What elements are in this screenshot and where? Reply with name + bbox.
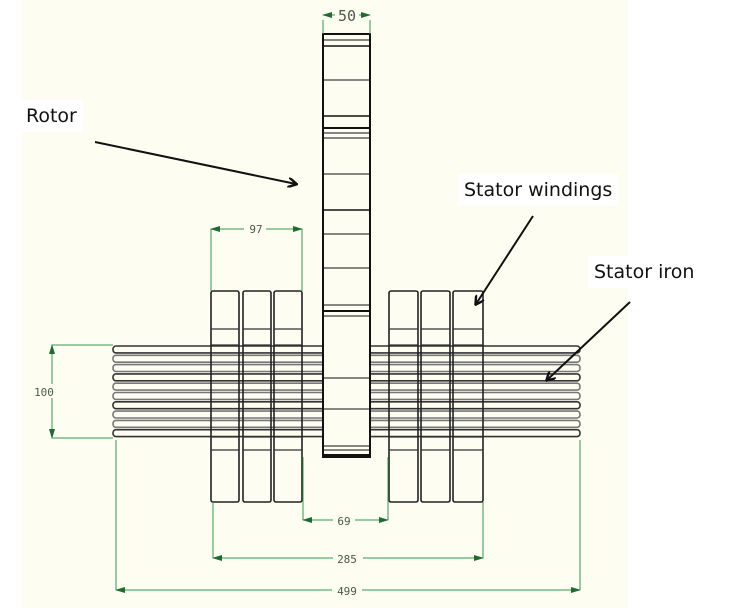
rotor-body [322, 33, 371, 458]
rotor-callout-arrow [94, 141, 296, 184]
rotor [322, 33, 371, 458]
rotor-label: Rotor [20, 100, 83, 132]
winding-column [242, 290, 272, 503]
stator-windings-label: Stator windings [458, 174, 619, 206]
dim-text-bg [34, 384, 66, 398]
dim-text-bg [244, 222, 266, 236]
dim-text-bg [333, 513, 355, 527]
stator-iron-callout-arrow [547, 301, 631, 380]
dim-text-bg [333, 551, 363, 565]
dim-label-air-gap: 69 [337, 515, 350, 528]
dim-label-winding-width: 97 [249, 223, 262, 236]
winding-column [210, 290, 240, 503]
winding-column [452, 290, 484, 503]
dim-text-bg [335, 6, 359, 22]
dim-label-windings-span: 285 [337, 553, 357, 566]
callout-arrows [94, 141, 631, 380]
dim-text-bg [332, 583, 362, 597]
dim-label-iron-height: 100 [34, 386, 54, 399]
winding-column [388, 290, 419, 503]
winding-column [273, 290, 303, 503]
dimension-lines: 50 97 100 69 285 499 [34, 6, 581, 598]
stator-windings [210, 290, 484, 503]
dim-label-rotor-width: 50 [338, 7, 356, 25]
winding-column [420, 290, 451, 503]
stator-windings-callout-arrow [476, 215, 534, 304]
dim-label-overall: 499 [337, 585, 357, 598]
stator-iron-label: Stator iron [588, 256, 701, 288]
